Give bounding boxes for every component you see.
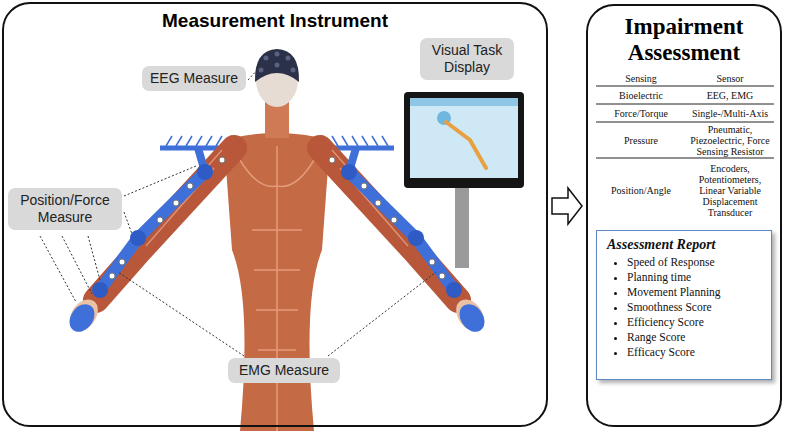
- callout-box: Position/Force Measure: [8, 188, 122, 230]
- table-cell: Single-/Multi-Axis: [686, 104, 774, 122]
- report-item: Speed of Response: [627, 255, 763, 270]
- table-cell: Sensing: [596, 70, 686, 86]
- table-cell: Force/Torque: [596, 104, 686, 122]
- eeg-electrode: [275, 52, 280, 57]
- callout-box: EEG Measure: [142, 66, 246, 91]
- table-rule: [596, 122, 774, 123]
- report-sheet: Assessment ReportSpeed of ResponsePlanni…: [596, 230, 772, 380]
- callout-box: EMG Measure: [228, 358, 340, 383]
- table-rule: [596, 104, 774, 105]
- report-item: Planning time: [627, 270, 763, 285]
- report-item: Efficiency Score: [627, 315, 763, 330]
- report-item: Range Score: [627, 330, 763, 345]
- report-list: Speed of ResponsePlanning timeMovement P…: [607, 255, 763, 360]
- assessment-panel: Impairment AssessmentAssessment ReportSp…: [586, 4, 782, 427]
- leader-line: [328, 272, 436, 356]
- table-cell: Encoders, Potentiometers, Linear Variabl…: [686, 158, 774, 222]
- eeg-electrode: [264, 56, 269, 61]
- eeg-electrodes: [259, 52, 296, 73]
- report-item: Movement Planning: [627, 285, 763, 300]
- callout-label: EEG Measure: [148, 70, 240, 87]
- callout-label: Visual Task Display: [426, 42, 508, 76]
- callout-label: EMG Measure: [234, 362, 334, 379]
- panel-heading: Impairment Assessment: [588, 14, 780, 66]
- eeg-cap: [255, 49, 299, 82]
- instrument-panel: Measurement InstrumentEEG Measure Visual …: [2, 2, 548, 427]
- table-cell: Pneumatic, Piezoelectric, Force Sensing …: [686, 122, 774, 158]
- table-cell: Bioelectric: [596, 86, 686, 104]
- monitor: [404, 92, 524, 188]
- monitor-stand: [455, 186, 469, 268]
- block-arrow: [552, 188, 582, 224]
- report-heading: Assessment Report: [607, 237, 763, 253]
- eeg-electrode: [291, 68, 296, 73]
- table-rule: [596, 86, 774, 87]
- table-cell: Position/Angle: [596, 158, 686, 222]
- table-cell: Pressure: [596, 122, 686, 158]
- screen-bar: [410, 98, 518, 106]
- panel-heading: Measurement Instrument: [4, 10, 546, 32]
- leader-line: [124, 166, 196, 196]
- callout-box: Visual Task Display: [420, 38, 514, 80]
- leader-line: [118, 272, 244, 356]
- callout-label: Position/Force Measure: [14, 192, 116, 226]
- screen-arm: [446, 122, 486, 168]
- table-rule: [596, 158, 774, 159]
- monitor-screen: [410, 98, 518, 178]
- torso: [224, 133, 330, 431]
- table-rules: [596, 86, 774, 158]
- eeg-electrode: [286, 56, 291, 61]
- leader-line: [40, 236, 76, 302]
- leader-line: [248, 68, 259, 80]
- report-item: Efficacy Score: [627, 345, 763, 360]
- left-arm: [64, 136, 236, 337]
- table-cell: Sensor: [686, 70, 774, 86]
- muscle-detail: [240, 146, 314, 431]
- leader-line: [62, 236, 92, 294]
- report-item: Smoothness Score: [627, 300, 763, 315]
- table-cell: EEG, EMG: [686, 86, 774, 104]
- leader-line: [88, 236, 100, 280]
- eeg-electrode: [275, 63, 280, 68]
- leader-line: [124, 212, 132, 234]
